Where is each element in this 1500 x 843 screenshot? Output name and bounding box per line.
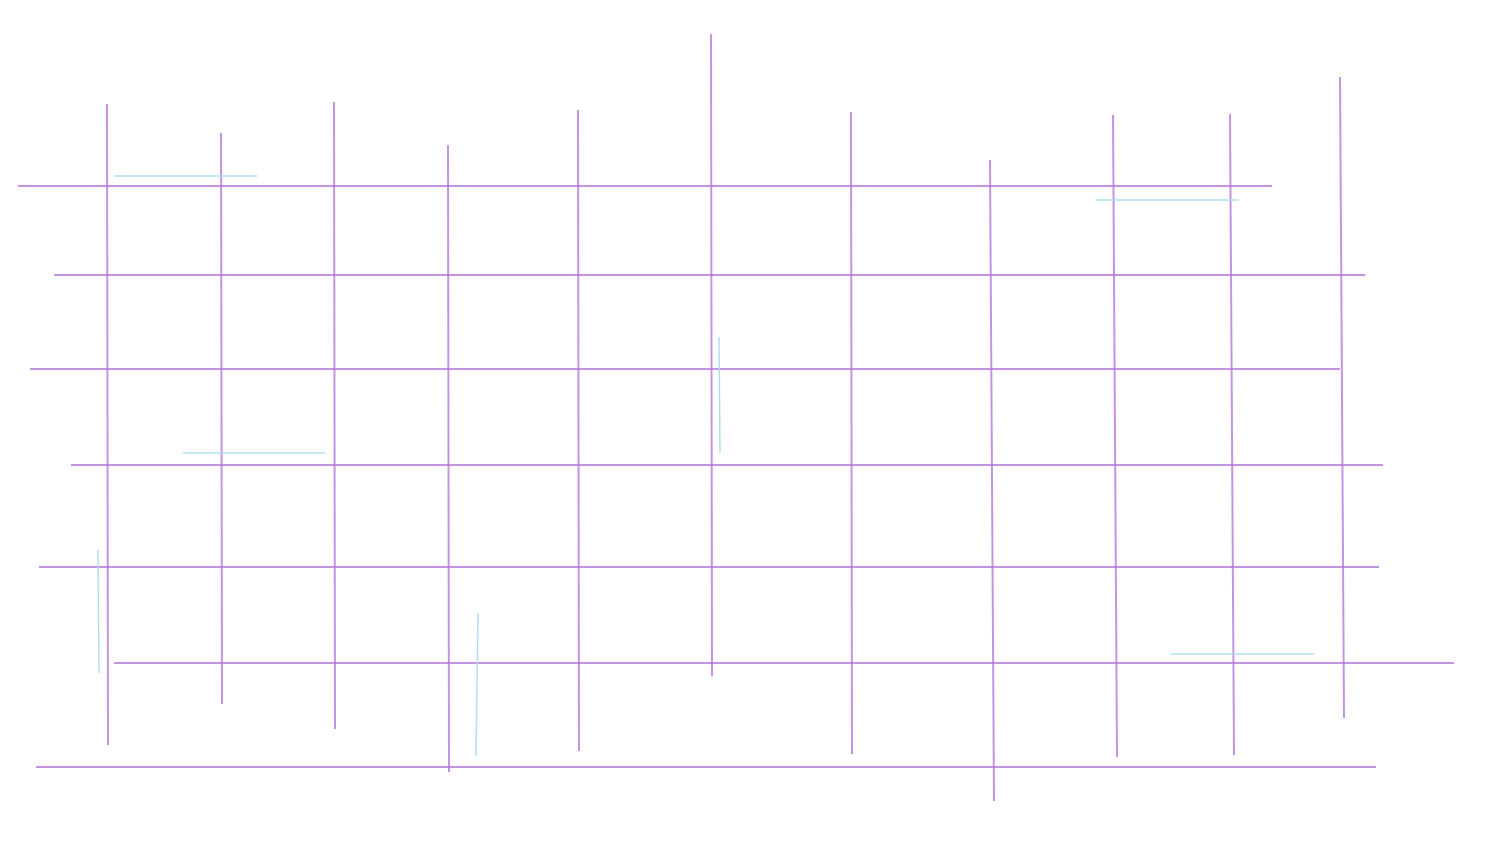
grid-vertical-line — [989, 159, 995, 802]
grid-vertical-line — [1112, 114, 1118, 758]
grid-vertical-line — [106, 103, 109, 746]
grid-vertical-lines — [106, 33, 1345, 802]
grid-vertical-line — [710, 33, 713, 677]
grid-vertical-line — [333, 101, 336, 730]
accent-vertical-segment — [475, 612, 479, 757]
grid-vertical-line — [850, 111, 853, 755]
grid-vertical-line — [577, 109, 580, 752]
grid-vertical-line — [1229, 113, 1235, 756]
accent-vertical-segment — [718, 336, 721, 454]
grid-vertical-line — [1339, 76, 1345, 719]
accent-segments — [97, 175, 1314, 757]
grid-vertical-line — [220, 132, 223, 705]
accent-vertical-segment — [97, 549, 100, 674]
grid-horizontal-lines — [18, 185, 1454, 768]
grid-vertical-line — [447, 144, 450, 773]
